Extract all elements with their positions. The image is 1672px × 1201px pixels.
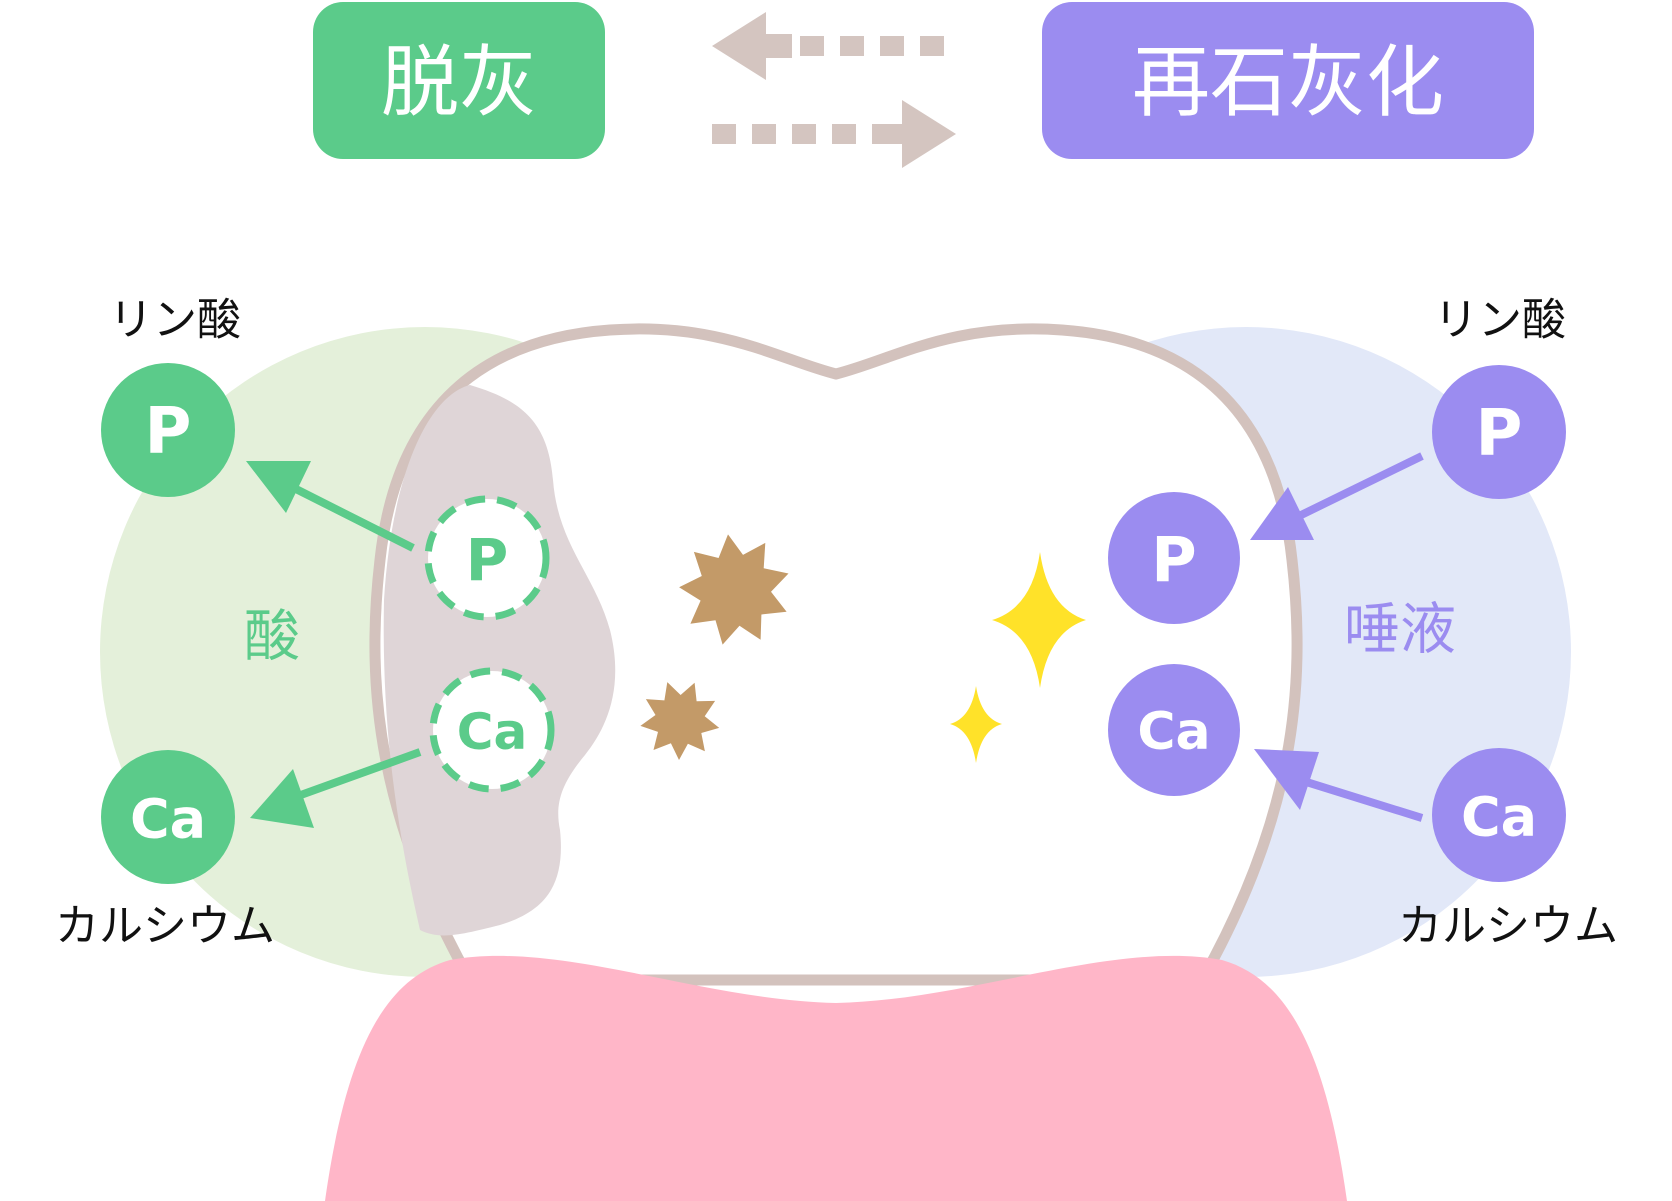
calcium-ion-entering: Ca	[1108, 664, 1240, 796]
phosphate-ion-right-outer: P	[1432, 365, 1566, 499]
svg-text:Ca: Ca	[130, 788, 206, 851]
demineralization-label: 脱灰	[381, 38, 537, 128]
calcium-label-right: カルシウム	[1398, 901, 1618, 952]
arrow-calcium-out	[250, 748, 422, 828]
arrow-phosphate-in	[1250, 452, 1424, 540]
svg-text:P: P	[145, 395, 192, 469]
phosphate-ion-entering: P	[1108, 492, 1240, 624]
demineralization-badge: 脱灰	[313, 2, 605, 159]
phosphate-ion-leaving: P	[424, 495, 550, 621]
phosphate-ion-left-outer: P	[101, 363, 235, 497]
remineralization-label: 再石灰化	[1132, 38, 1444, 128]
phosphate-label-left: リン酸	[109, 295, 241, 346]
phosphate-label-right: リン酸	[1434, 295, 1566, 346]
svg-text:P: P	[1151, 524, 1196, 597]
sparkle-icon	[950, 686, 1002, 763]
tooth	[369, 323, 1303, 986]
svg-text:P: P	[1476, 397, 1523, 471]
calcium-label-left: カルシウム	[55, 901, 275, 952]
stain-icon	[640, 682, 720, 760]
dashed-arrow-right	[712, 100, 956, 168]
gum	[325, 955, 1347, 1201]
stain-icon	[679, 534, 789, 645]
arrow-calcium-in	[1254, 749, 1424, 822]
dashed-arrow-left	[712, 12, 944, 80]
sparkle-icon	[992, 552, 1086, 688]
svg-text:P: P	[466, 526, 509, 594]
svg-text:Ca: Ca	[1137, 702, 1210, 762]
remineralization-badge: 再石灰化	[1042, 2, 1534, 159]
calcium-ion-leaving: Ca	[429, 667, 555, 793]
calcium-ion-right-outer: Ca	[1432, 748, 1566, 882]
acid-label: 酸	[244, 605, 300, 670]
saliva-label: 唾液	[1344, 598, 1456, 663]
calcium-ion-left-outer: Ca	[101, 750, 235, 884]
svg-text:Ca: Ca	[1461, 786, 1537, 849]
arrow-phosphate-out	[246, 461, 415, 552]
svg-text:Ca: Ca	[457, 703, 527, 761]
